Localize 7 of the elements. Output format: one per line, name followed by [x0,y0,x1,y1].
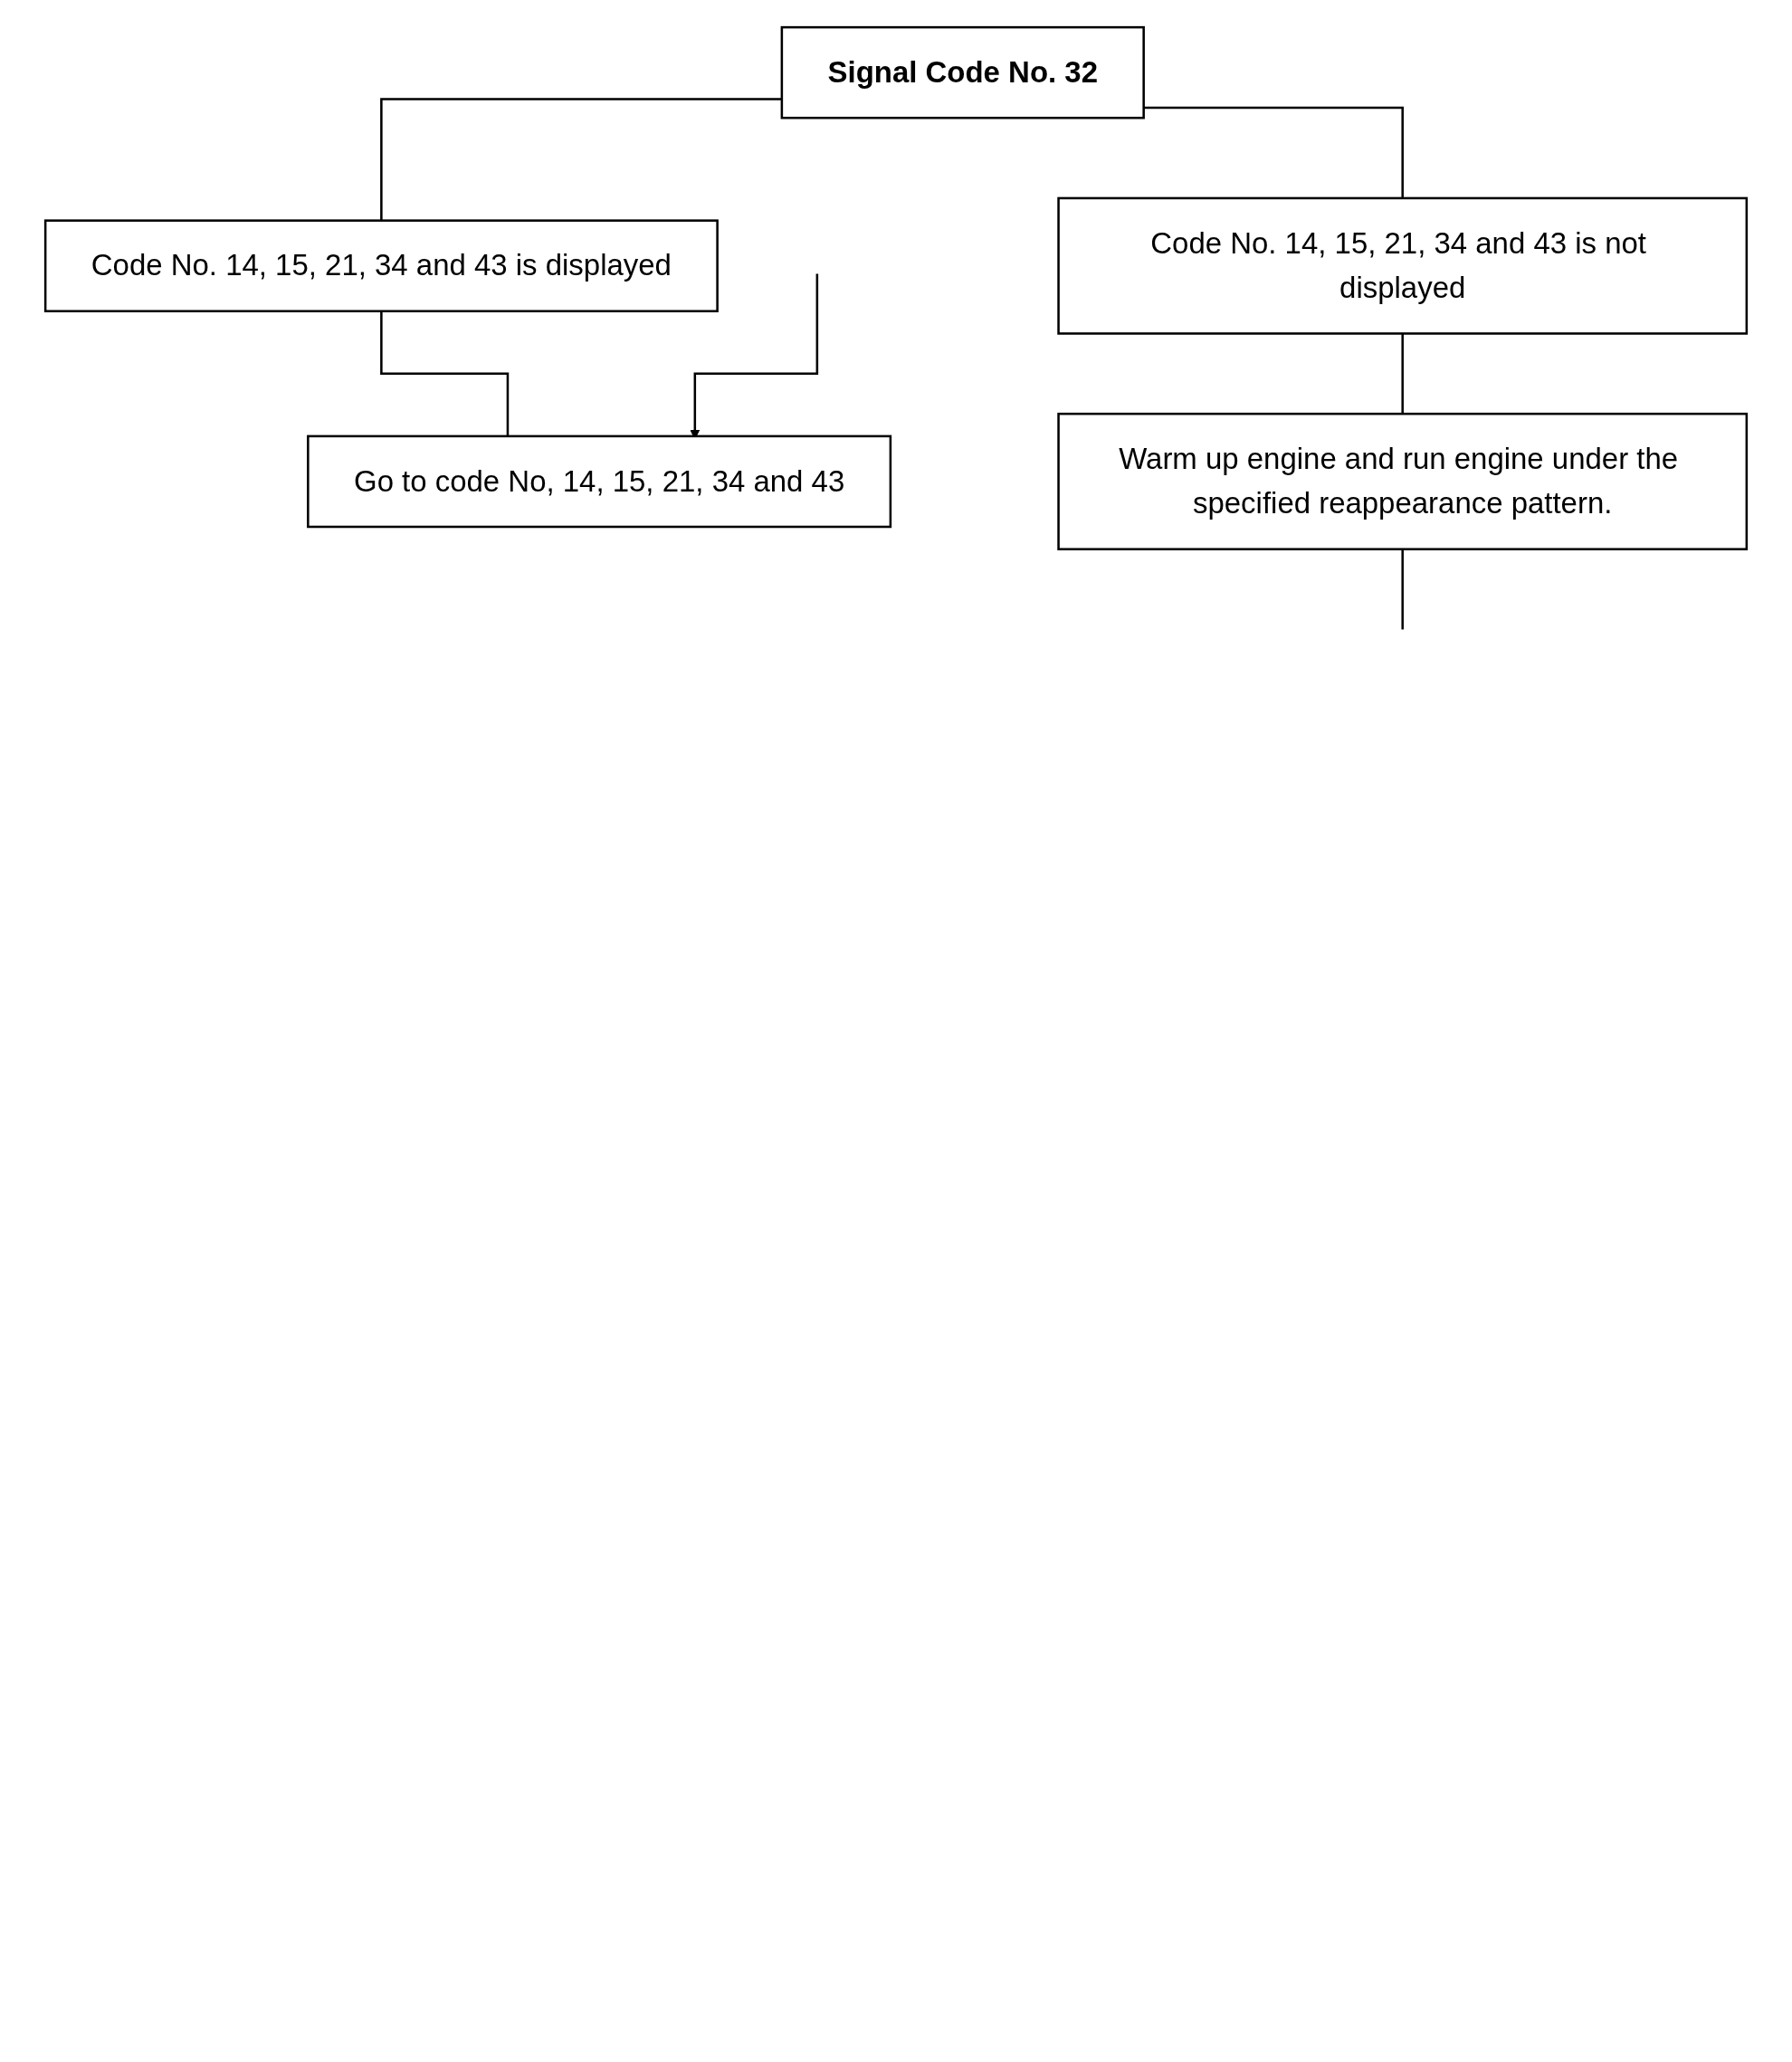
node-box: Code No. 14, 15, 21, 34 and 43 is not displayed [1057,196,1749,335]
node-box: Code No. 14, 15, 21, 34 and 43 is displayed [43,219,719,313]
node-box: Go to code No, 14, 15, 21, 34 and 43 [307,434,892,529]
connector [1143,106,1404,198]
node-box: Signal Code No. 32 [780,25,1145,119]
node-box: Warm up engine and run engine under the specified reappearance pattern. [1057,412,1749,550]
connector [380,98,782,221]
